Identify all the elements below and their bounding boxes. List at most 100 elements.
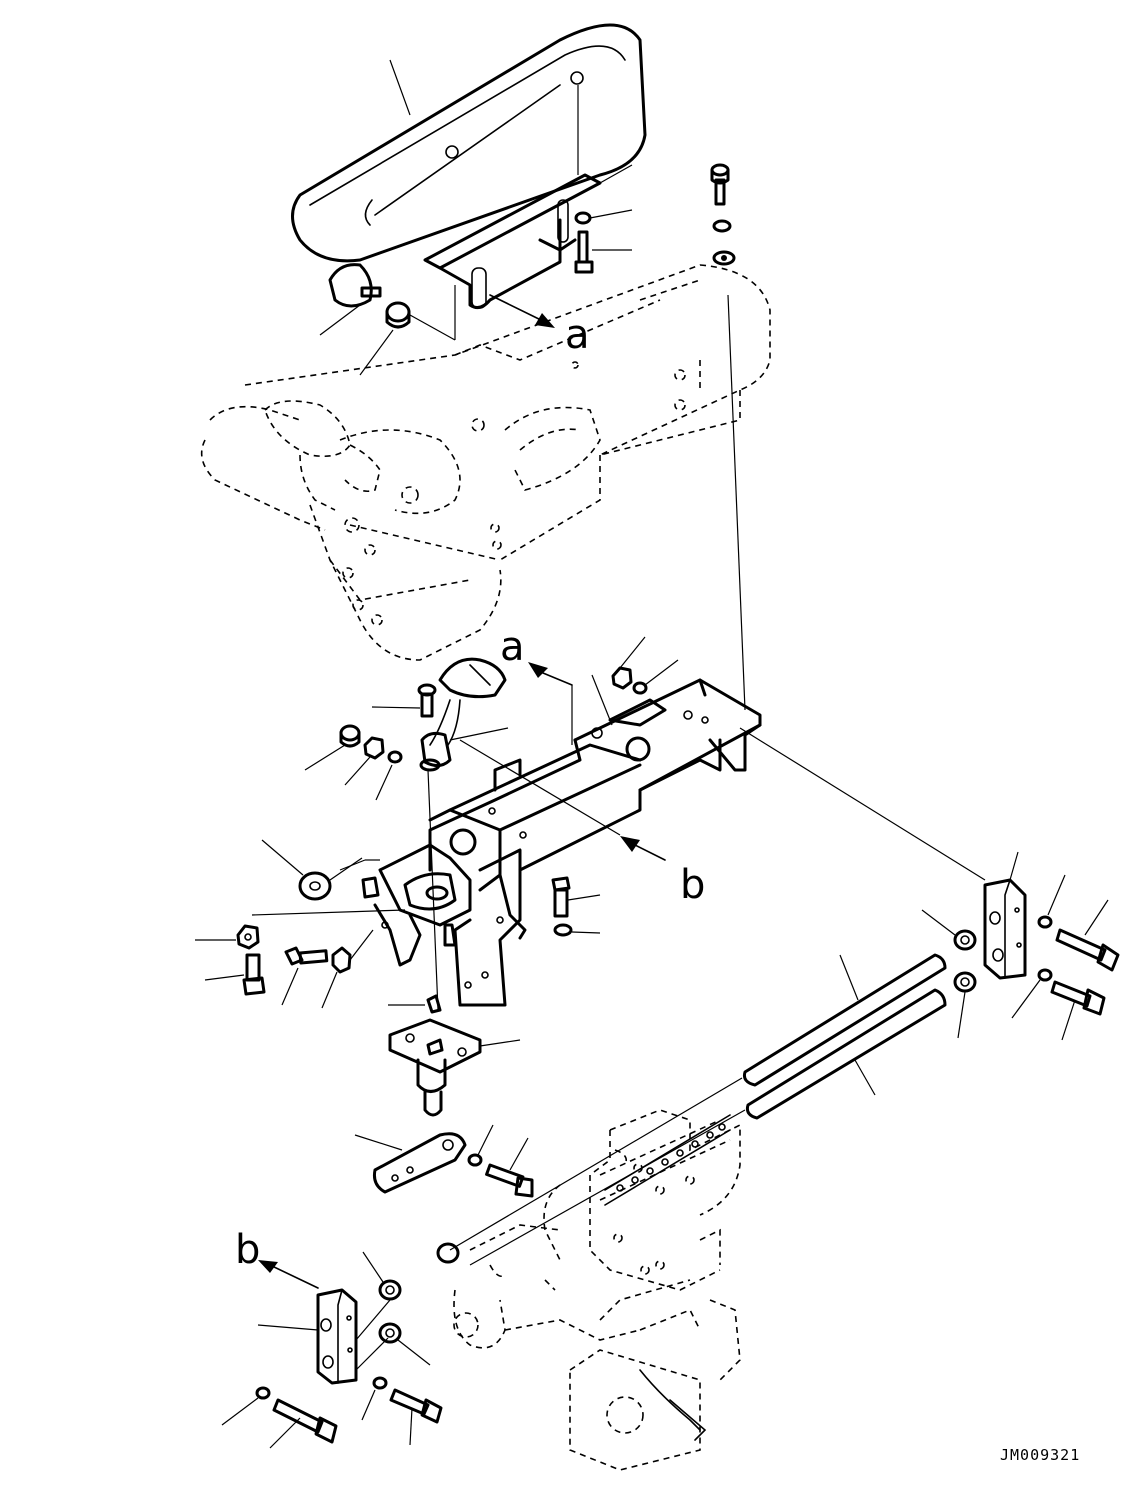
armrest-pad (291, 23, 647, 263)
leader-line (349, 929, 374, 961)
nut (611, 666, 633, 690)
pivot-plate (388, 1018, 482, 1117)
bolt (284, 946, 329, 966)
knob (328, 263, 382, 308)
drawing-code: JM009321 (1000, 1446, 1080, 1464)
reference-line (449, 1077, 743, 1251)
leader-line (257, 1324, 319, 1331)
washer (372, 1376, 388, 1390)
bolt (389, 1388, 443, 1424)
reference-line (427, 769, 439, 1011)
cable (639, 1369, 701, 1431)
leader-line (397, 1339, 431, 1366)
reference-arrow-b: b (620, 836, 705, 908)
nut (339, 724, 361, 748)
washer (712, 219, 732, 233)
bolt (1050, 980, 1106, 1016)
leader-line (321, 971, 338, 1009)
reference-line (469, 1109, 746, 1266)
leader-line (329, 857, 363, 881)
label-b-mid: b (680, 862, 705, 908)
washer (712, 250, 736, 266)
washer (467, 1153, 483, 1167)
leader-line (409, 314, 456, 341)
reference-line (739, 727, 986, 881)
leader-line (1084, 899, 1109, 936)
leader-line (261, 839, 304, 876)
lever-link (373, 1132, 467, 1194)
leader-line (389, 59, 411, 116)
leader-line (354, 1134, 403, 1151)
leader-line (204, 974, 245, 981)
reference-line (251, 909, 406, 916)
spacer (385, 301, 411, 329)
leader-line (921, 909, 956, 936)
bolt (242, 953, 266, 996)
leader-line (362, 1251, 384, 1283)
leader-line (509, 1137, 529, 1171)
reference-line (355, 1299, 391, 1341)
reference-line (355, 1337, 389, 1371)
leader-line (571, 931, 601, 934)
leader-line (281, 967, 299, 1006)
leader-line (1011, 979, 1041, 1019)
leader-line (854, 1059, 876, 1096)
washer (1037, 915, 1053, 929)
leader-line (1061, 999, 1076, 1041)
leader-line (409, 1407, 413, 1446)
washer (953, 971, 977, 993)
joystick-grip (264, 400, 381, 511)
screw (417, 683, 437, 718)
leader-line (591, 674, 613, 726)
washer (953, 929, 977, 951)
reference-line (459, 739, 621, 836)
reference-arrow-a: a (500, 624, 573, 745)
bolt (551, 876, 571, 918)
leader-line (479, 1039, 521, 1047)
cable-end (669, 1399, 707, 1441)
washer (574, 211, 592, 225)
leader-line (344, 756, 371, 786)
leader-line (957, 991, 966, 1039)
leader-line (304, 744, 346, 771)
perforated-plate (604, 1114, 731, 1206)
washer-large (298, 871, 332, 901)
leader-line (449, 727, 509, 741)
leader-line (589, 209, 633, 219)
washer (378, 1322, 402, 1344)
console-housing (200, 264, 771, 661)
rod-lower (745, 988, 947, 1120)
bolt (574, 230, 594, 274)
bolt (1055, 928, 1120, 972)
leader-line (839, 954, 859, 1001)
washer (387, 750, 403, 764)
washer (255, 1386, 271, 1400)
nut (236, 924, 260, 950)
reference-arrow-b: b (235, 1227, 319, 1289)
bolt (272, 1398, 338, 1444)
leader-line (1047, 874, 1066, 916)
leader-line (567, 894, 601, 901)
leader-line (319, 304, 361, 336)
switch-body (419, 731, 452, 772)
bolt (485, 1163, 534, 1198)
rod-end (436, 1242, 460, 1264)
reference-arrow-a: a (489, 294, 590, 358)
leader-line (644, 659, 679, 686)
leader-line (371, 706, 421, 709)
leader-line (221, 1397, 259, 1426)
bolt (710, 163, 730, 206)
connector-harness (429, 657, 507, 746)
clip (426, 994, 442, 1014)
support-frame (361, 678, 762, 1007)
mounting-block-left (316, 1288, 358, 1385)
leader-line (599, 164, 633, 184)
leader-line (375, 764, 393, 801)
washer (553, 923, 573, 937)
leader-line (619, 636, 646, 669)
reference-line (727, 294, 746, 711)
nut (331, 946, 352, 974)
washer (632, 681, 648, 695)
armrest-bracket (423, 173, 602, 310)
